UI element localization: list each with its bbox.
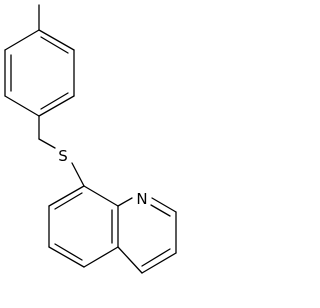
double-bond-ring1-a [40,36,69,54]
double-bond-p-a [150,204,171,217]
quinoline-benzo-ring [48,185,119,268]
tolyl-ring [4,29,75,117]
bond-p-5 [117,246,143,274]
bond-ring1-4 [4,95,40,117]
thioether-bond [71,162,85,187]
nitrogen-atom-label: N [136,190,147,208]
bond-s-quinoline [71,162,85,187]
double-bond-q-b [54,243,83,261]
bond-q-3 [48,246,85,268]
double-bond-ring1-b [40,92,69,110]
bond-q-6 [83,185,119,207]
bond-ring1-3 [38,95,75,117]
bond-p-1 [117,197,133,207]
bond-p-2 [151,197,177,213]
bond-q-1 [48,185,85,207]
double-bond-q-a [54,192,83,210]
chemical-structure: S N [4,4,177,274]
bond-p-4 [141,252,177,274]
bond-q-4 [83,246,119,268]
bond-ring1-1 [38,29,75,51]
sulfur-atom-label: S [58,147,68,165]
bond-ch2-s [38,138,56,149]
bond-ring1-6 [4,29,40,51]
methylene-linker [38,115,56,149]
quinoline-pyridine-ring [117,197,177,274]
double-bond-p-b [141,248,171,267]
